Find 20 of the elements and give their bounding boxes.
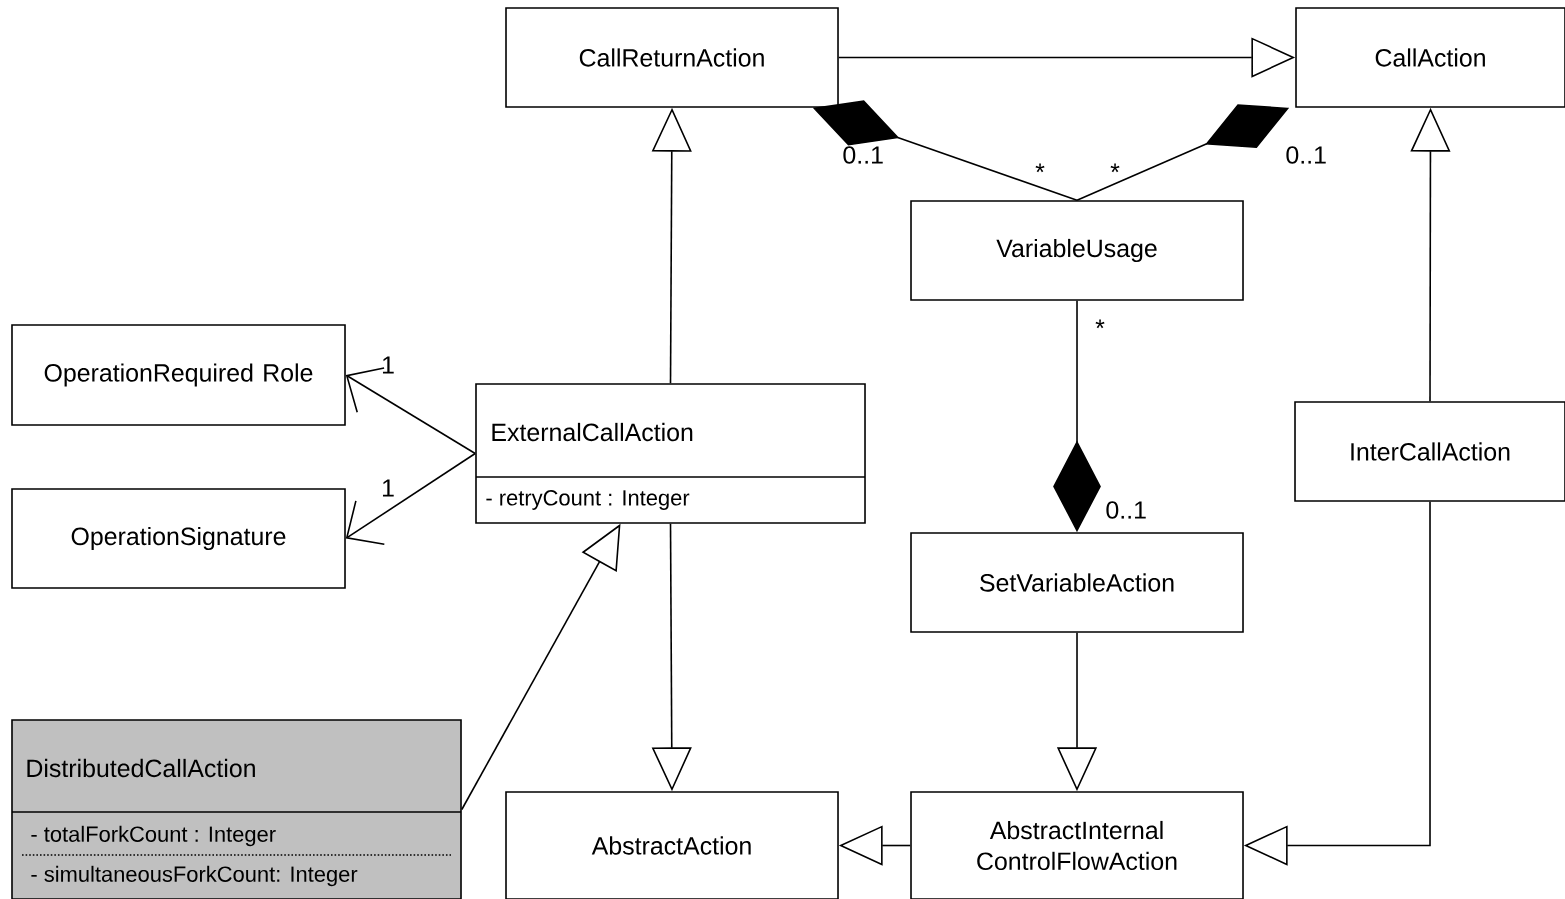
class-box: OperationRequired Role xyxy=(11,324,346,426)
association-arrow xyxy=(345,367,476,455)
multiplicity-label: 0..1 xyxy=(1286,146,1326,164)
class-box: SetVariableAction xyxy=(910,532,1244,633)
class-box: DistributedCallAction - totalForkCount : Integer - simultaneousForkCount: Integer xyxy=(11,719,462,899)
association-arrow xyxy=(345,452,476,545)
class-box: VariableUsage xyxy=(910,200,1244,301)
class-box: InterCallAction xyxy=(1294,401,1565,502)
class-box: AbstractInternal ControlFlowAction xyxy=(910,791,1244,899)
multiplicity-label: 1 xyxy=(383,356,394,374)
multiplicity-label: 0..1 xyxy=(843,146,883,164)
multiplicity-label: * xyxy=(1095,319,1105,329)
class-box: OperationSignature xyxy=(11,488,346,589)
multiplicity-label: 1 xyxy=(383,479,394,497)
class-box: CallReturnAction xyxy=(505,7,839,108)
multiplicity-label: * xyxy=(1035,163,1045,173)
class-box: CallAction xyxy=(1295,7,1565,108)
class-box: ExternalCallAction - retryCount : Integer xyxy=(475,383,866,524)
multiplicity-label: * xyxy=(1110,163,1120,173)
class-box: AbstractAction xyxy=(505,791,839,899)
